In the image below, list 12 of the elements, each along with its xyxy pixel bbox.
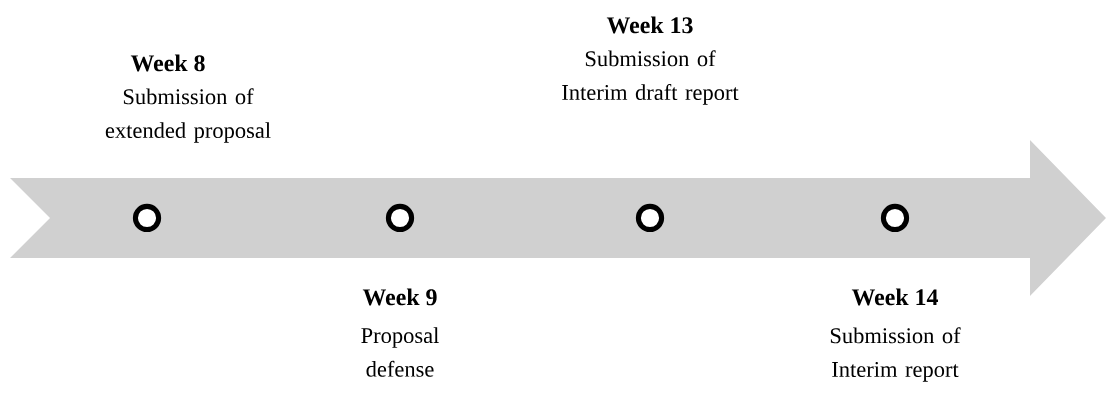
milestone-description: Submission of Interim draft report — [562, 50, 739, 105]
milestone-circle — [635, 203, 665, 233]
milestone-week: Week 9 — [362, 288, 437, 306]
milestone-circle — [880, 203, 910, 233]
milestone-week: Week 13 — [606, 16, 693, 34]
milestone-week: Week 14 — [851, 288, 938, 306]
milestone-circle — [385, 203, 415, 233]
milestone-week: Week 8 — [130, 54, 205, 72]
milestone-description: Submission of Interim report — [830, 327, 961, 382]
milestone-circle — [132, 203, 162, 233]
milestone-description: Proposal defense — [361, 327, 439, 377]
milestone-description: Submission of extended proposal — [105, 88, 271, 143]
